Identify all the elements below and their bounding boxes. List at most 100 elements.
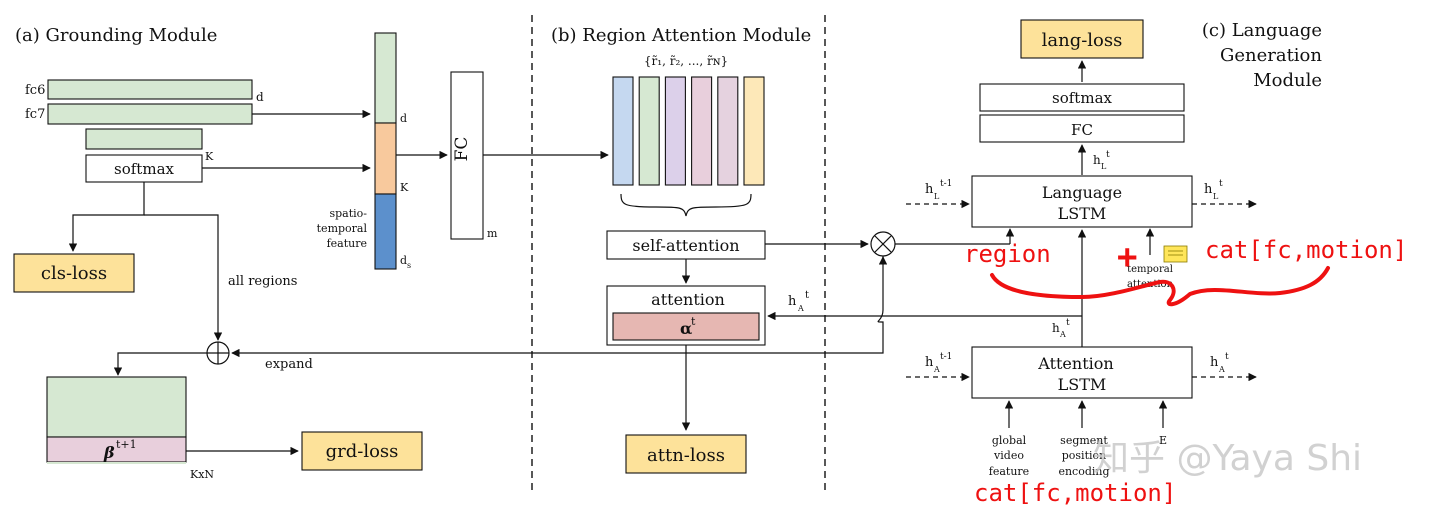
feature-caption-line1: spatio- — [329, 207, 367, 220]
red-annotation-brace — [990, 266, 1330, 307]
expand-label: expand — [265, 357, 313, 372]
all-regions-arrow — [144, 214, 223, 341]
region-attention-module-title: (b) Region Attention Module — [551, 25, 811, 46]
feature-k-label: K — [400, 181, 409, 194]
beta-superscript: t+1 — [116, 438, 137, 451]
ha-next-sub: A — [1218, 365, 1225, 374]
region-feature-bar — [743, 76, 765, 186]
feature-column-spatial — [374, 193, 397, 270]
class-logits-bar — [85, 128, 203, 150]
language-softmax-box — [979, 83, 1185, 112]
lang-loss-label: lang-loss — [1042, 30, 1123, 51]
grounding-matrix-top — [46, 376, 187, 438]
feature-d-label: d — [400, 112, 407, 125]
attention-lstm-label-line1: Attention — [1037, 354, 1113, 373]
fc7-bar — [47, 103, 253, 125]
global-feature-line2: video — [993, 449, 1024, 462]
language-lstm-label-line2: LSTM — [1058, 204, 1107, 223]
self-attention-label: self-attention — [632, 236, 739, 255]
plus-annotation: + — [1117, 237, 1137, 277]
hl-next-sup: t — [1219, 179, 1223, 189]
beta-row — [46, 436, 187, 463]
regions-brace — [620, 193, 752, 217]
language-fc-box — [979, 114, 1185, 143]
grounding-softmax-label: softmax — [114, 160, 174, 178]
fc6-bar — [47, 79, 253, 100]
language-module-title-line2: Generation — [1220, 45, 1322, 66]
ha-prev-sup: t-1 — [940, 352, 952, 362]
ha-next-h: h — [1210, 355, 1219, 370]
beta-symbol: β — [103, 443, 115, 462]
grounding-matrix-bottom — [47, 462, 186, 464]
feature-caption-line2: temporal — [317, 222, 368, 235]
ha-up-h: h — [1052, 321, 1060, 335]
ha-prev-sub: A — [933, 365, 940, 374]
hl-prev-h: h — [925, 182, 934, 197]
ha-feedback-h: h — [788, 294, 797, 309]
global-feature-line3: feature — [989, 465, 1029, 478]
language-fc-label: FC — [1071, 121, 1093, 139]
language-lstm-box — [971, 175, 1193, 228]
cat-annotation-top: cat[fc,motion] — [1205, 236, 1407, 264]
kxn-label: KxN — [190, 468, 214, 481]
grd-loss-box — [301, 431, 423, 471]
language-module-title-line1: (c) Language — [1202, 20, 1322, 41]
cls-loss-box — [13, 253, 135, 293]
attn-loss-box — [625, 434, 747, 474]
hl-next-h: h — [1204, 182, 1213, 197]
lang-loss-box — [1020, 19, 1144, 59]
cat-annotation-bottom: cat[fc,motion] — [974, 479, 1176, 507]
alpha-expand-arrow — [231, 256, 884, 358]
hl-up-h: h — [1093, 153, 1101, 167]
attention-lstm-label-line2: LSTM — [1058, 375, 1107, 394]
ha-up-sup: t — [1066, 318, 1070, 328]
hl-up-sub: L — [1101, 162, 1107, 171]
language-lstm-label-line1: Language — [1042, 183, 1122, 202]
note-icon[interactable] — [1163, 245, 1188, 263]
language-module-title: (c) Language Generation Module — [1202, 20, 1323, 91]
ha-next-sup: t — [1225, 352, 1229, 362]
fc7-label: fc7 — [25, 107, 45, 122]
alpha-symbol: α — [680, 319, 692, 338]
feature-column-class — [374, 122, 397, 195]
segment-encoding-line2: position — [1062, 449, 1106, 462]
region-feature-bar — [664, 76, 686, 186]
fc6-dim-label: d — [256, 90, 264, 104]
ha-feedback-sub: A — [797, 304, 804, 313]
hl-prev-sup: t-1 — [940, 179, 952, 189]
region-feature-bars — [612, 76, 765, 186]
watermark: 知乎 @Yaya Shi — [1093, 438, 1362, 479]
region-feature-bar — [691, 76, 713, 186]
multiply-operator-stroke2 — [874, 235, 892, 253]
region-feature-bar — [717, 76, 739, 186]
grd-loss-label: grd-loss — [326, 441, 399, 462]
ha-feedback-sup: t — [805, 290, 809, 301]
fc-m-label: m — [487, 227, 498, 240]
all-regions-label: all regions — [228, 274, 297, 289]
softmax-to-cls-loss-arrow — [68, 182, 145, 252]
global-feature-line1: global — [992, 434, 1027, 447]
softmax-k-label: K — [205, 150, 214, 163]
attn-loss-label: attn-loss — [647, 445, 725, 466]
attention-lstm-box — [971, 346, 1193, 399]
hl-prev-sub: L — [934, 192, 940, 201]
alpha-row — [612, 312, 760, 341]
region-annotation: region — [964, 240, 1051, 268]
feature-ds-subscript: s — [407, 261, 411, 270]
alpha-superscript: t — [691, 315, 696, 328]
regions-set-label: {r̃₁, r̃₂, ..., r̃ɴ} — [644, 54, 728, 68]
attention-label: attention — [651, 290, 725, 309]
fc-block-label: FC — [452, 137, 472, 162]
hl-next-sub: L — [1213, 192, 1219, 201]
feature-ds-label: d — [400, 254, 407, 267]
feature-column-appearance — [374, 32, 397, 124]
temporal-attention-line1: temporal — [1127, 264, 1173, 275]
cls-loss-label: cls-loss — [41, 263, 107, 284]
region-feature-bar — [612, 76, 634, 186]
segment-encoding-line1: segment — [1060, 434, 1108, 447]
grounding-softmax-box — [85, 154, 203, 183]
region-feature-bar — [638, 76, 660, 186]
ha-prev-h: h — [925, 355, 934, 370]
fc6-label: fc6 — [25, 83, 45, 98]
